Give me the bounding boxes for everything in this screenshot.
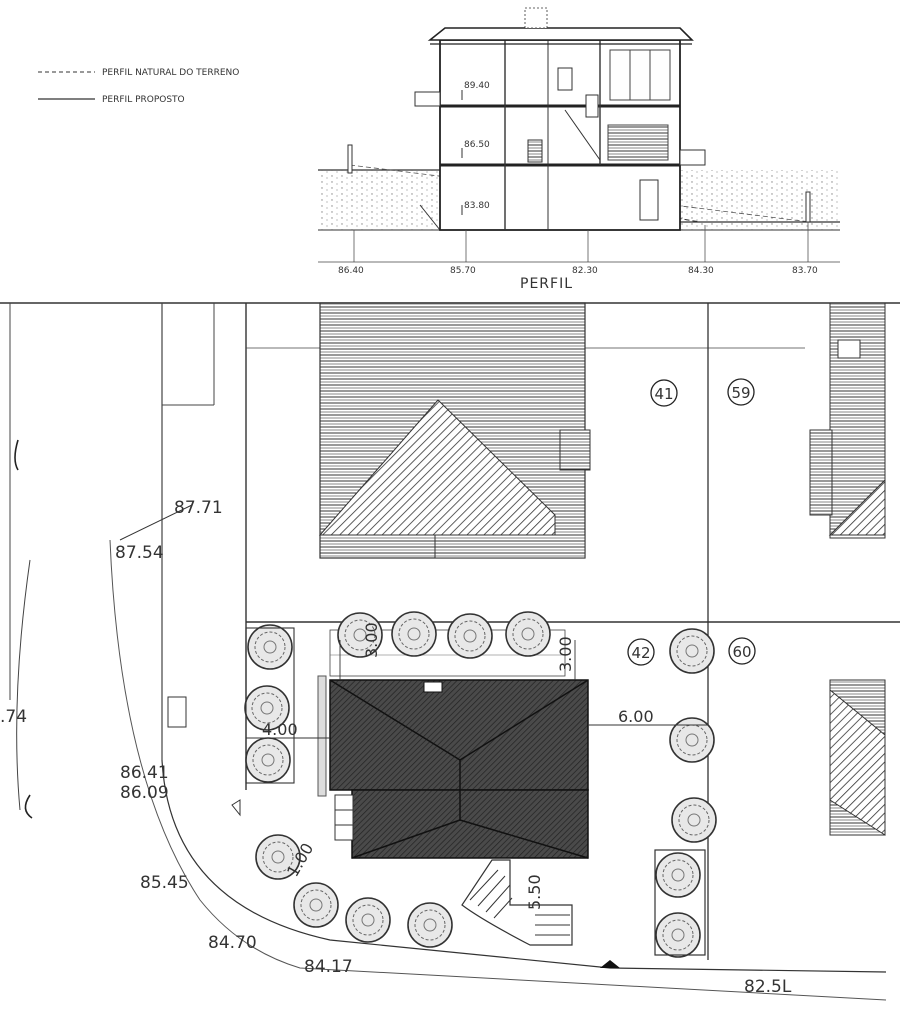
lot-number-41: 41 <box>654 385 673 403</box>
level-85-45: 85.45 <box>140 873 189 893</box>
level-86-41: 86.41 <box>120 763 169 783</box>
section-height-1: 89.40 <box>464 81 490 91</box>
dim-setback-right: 6.00 <box>618 707 654 726</box>
lot-number-59: 59 <box>731 384 750 402</box>
ground-level-2: 85.70 <box>450 266 476 276</box>
level-84-70: 84.70 <box>208 933 257 953</box>
dim-setback-left: 4.00 <box>262 720 298 739</box>
site-plan: 41 59 42 60 87.71 87.54 86.41 86.09 85.4… <box>0 302 900 1001</box>
legend: PERFIL NATURAL DO TERRENO PERFIL PROPOST… <box>38 68 239 105</box>
dim-stairs: 5.50 <box>525 874 544 910</box>
profile-title: PERFIL <box>520 276 573 292</box>
legend-natural-label: PERFIL NATURAL DO TERRENO <box>102 68 239 78</box>
ground-level-4: 84.30 <box>688 266 714 276</box>
lot-number-42: 42 <box>631 644 650 662</box>
section-height-3: 83.80 <box>464 201 490 211</box>
level-87-54: 87.54 <box>115 543 164 563</box>
level-partial: .74 <box>0 707 27 727</box>
lot-number-60: 60 <box>732 643 751 661</box>
building-section: 89.40 86.50 83.80 86.40 85.70 82.30 84.3… <box>318 7 840 292</box>
legend-proposed-label: PERFIL PROPOSTO <box>102 95 185 105</box>
dim-setback-top-right: 3.00 <box>556 636 575 672</box>
dim-setback-top-left: 3.00 <box>362 622 381 658</box>
level-82-51: 82.5L <box>744 977 792 997</box>
level-86-09: 86.09 <box>120 783 169 803</box>
section-height-2: 86.50 <box>464 140 490 150</box>
ground-level-5: 83.70 <box>792 266 818 276</box>
level-84-17: 84.17 <box>304 957 353 977</box>
ground-level-1: 86.40 <box>338 266 364 276</box>
level-87-71: 87.71 <box>174 498 223 518</box>
ground-level-3: 82.30 <box>572 266 598 276</box>
